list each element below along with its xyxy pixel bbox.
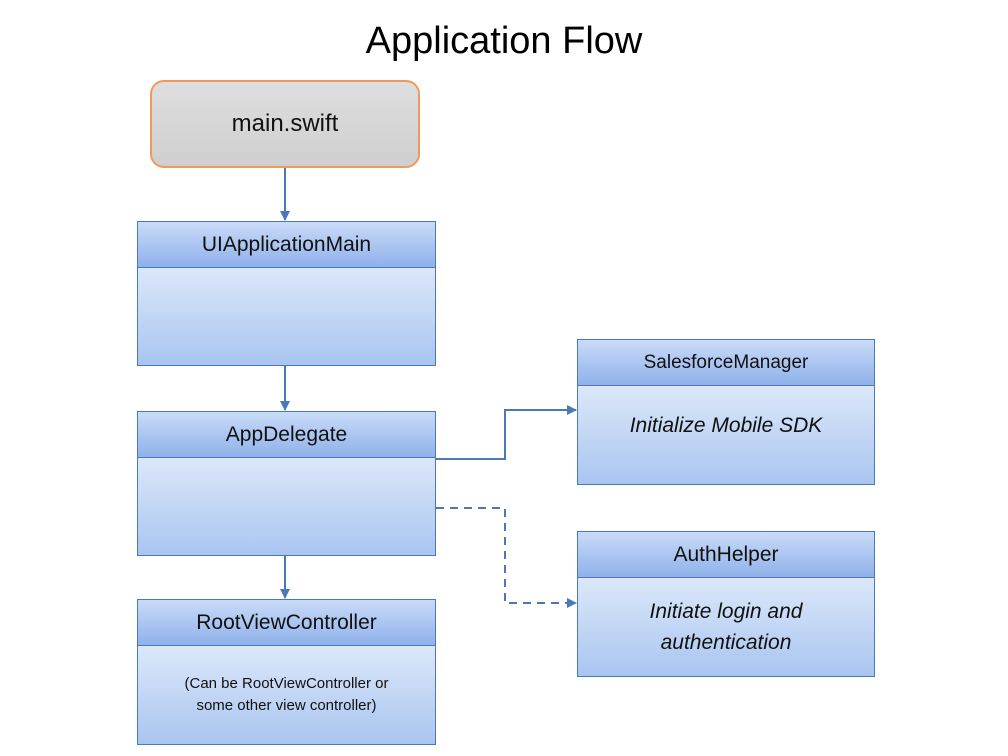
- diagram-title: Application Flow: [365, 20, 643, 62]
- node-appdelegate-header: AppDelegate: [138, 412, 435, 458]
- node-authhelper: AuthHelper Initiate login and authentica…: [577, 531, 875, 677]
- node-rootviewcontroller-note-line2: some other view controller): [196, 697, 377, 714]
- node-authhelper-body: Initiate login and authentication: [578, 578, 874, 676]
- node-salesforcemanager: SalesforceManager Initialize Mobile SDK: [577, 339, 875, 485]
- node-salesforcemanager-header: SalesforceManager: [578, 340, 874, 386]
- node-rootviewcontroller-header: RootViewController: [138, 600, 435, 646]
- node-main-swift: main.swift: [150, 80, 420, 168]
- node-uiapplicationmain-header: UIApplicationMain: [138, 222, 435, 268]
- node-main-swift-label: main.swift: [231, 110, 339, 137]
- node-rootviewcontroller-note-line1: (Can be RootViewController or: [184, 675, 389, 692]
- node-rootviewcontroller-body: (Can be RootViewController or some other…: [138, 646, 435, 744]
- edge-appdelegate-authhelper: [427, 503, 577, 608]
- node-appdelegate: AppDelegate: [137, 411, 436, 556]
- node-uiapplicationmain-body: [138, 268, 435, 365]
- node-authhelper-body-line2: authentication: [660, 631, 792, 654]
- node-rootviewcontroller: RootViewController (Can be RootViewContr…: [137, 599, 436, 745]
- node-authhelper-header: AuthHelper: [578, 532, 874, 578]
- edge-appdelegate-salesforcemanager: [427, 405, 577, 464]
- node-appdelegate-body: [138, 458, 435, 555]
- node-salesforcemanager-body: Initialize Mobile SDK: [629, 413, 823, 437]
- node-uiapplicationmain: UIApplicationMain: [137, 221, 436, 366]
- node-authhelper-body-line1: Initiate login and: [649, 600, 803, 623]
